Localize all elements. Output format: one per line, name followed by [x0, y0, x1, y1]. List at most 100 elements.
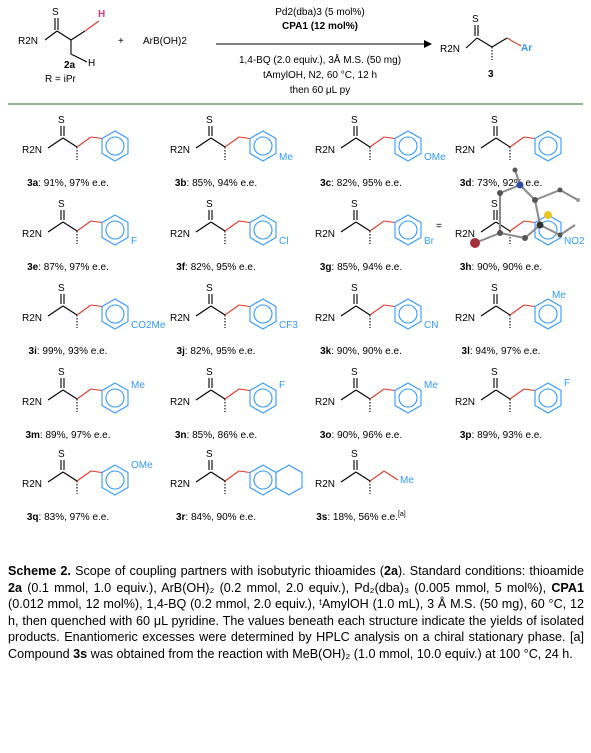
yield-value: : 89%, 93% e.e.	[472, 430, 543, 441]
caption-text-1: Scope of coupling partners with isobutyr…	[70, 564, 384, 578]
product-r2n-label: R2N	[22, 229, 42, 240]
product-r2n-label: R2N	[315, 145, 335, 156]
yield-label: 3h: 90%, 90% e.e.	[460, 262, 542, 273]
yield-label: 3c: 82%, 95% e.e.	[320, 178, 402, 189]
product-r2n-label: R2N	[315, 229, 335, 240]
yield-value: : 89%, 97% e.e.	[40, 430, 111, 441]
r-definition: R = iPr	[45, 74, 77, 85]
product-r2n-label: R2N	[22, 397, 42, 408]
condition-oxidant: 1,4-BQ (2.0 equiv.), 3Å M.S. (50 mg)	[239, 53, 401, 66]
compound-id: 3k	[320, 346, 332, 357]
compound-id: 3j	[177, 346, 186, 357]
yield-value: : 82%, 95% e.e.	[185, 262, 256, 273]
yield-value: : 90%, 90% e.e.	[472, 262, 543, 273]
compound-id: 3h	[460, 262, 472, 273]
product-3s: S R2N Me 3s: 18%, 56% e.e.[a]	[315, 449, 414, 523]
yield-value: : 90%, 96% e.e.	[332, 430, 403, 441]
yield-value: : 99%, 93% e.e.	[37, 346, 108, 357]
substituent-label: Me	[400, 475, 414, 486]
yield-label: 3b: 85%, 94% e.e.	[175, 178, 257, 189]
substituent-label: NO2	[564, 236, 585, 247]
compound-id: 3b	[175, 178, 187, 189]
compound-id: 3q	[27, 512, 39, 523]
substituent-label: Br	[424, 236, 435, 247]
yield-value: : 87%, 97% e.e.	[38, 262, 109, 273]
compound-id: 3d	[460, 178, 472, 189]
yield-label: 3i: 99%, 93% e.e.	[29, 346, 108, 357]
product-r2n-label: R2N	[170, 479, 190, 490]
compound-id: 3a	[27, 178, 39, 189]
equals-sign: =	[436, 221, 442, 232]
product-s-label: S	[58, 115, 65, 126]
yield-label: 3d: 73%, 92% e.e.	[460, 178, 542, 189]
yield-label: 3k: 90%, 90% e.e.	[320, 346, 402, 357]
yield-label: 3o: 90%, 96% e.e.	[320, 430, 402, 441]
product-r2n-label: R2N	[455, 313, 475, 324]
yield-label: 3f: 82%, 95% e.e.	[176, 262, 256, 273]
product-s-label: S	[206, 199, 213, 210]
product-r2n-label: R2N	[170, 397, 190, 408]
methyl-h-label: H	[88, 58, 95, 69]
yield-label: 3n: 85%, 86% e.e.	[175, 430, 257, 441]
substituent-label: Me	[279, 152, 293, 163]
compound-id: 3p	[460, 430, 472, 441]
product-s-label: S	[58, 283, 65, 294]
crystal-structure-image: =	[436, 167, 580, 248]
product-s-label: S	[58, 449, 65, 460]
yield-label: 3g: 85%, 94% e.e.	[320, 262, 402, 273]
product-s-label: S	[491, 115, 498, 126]
caption-title: Scheme 2.	[8, 564, 71, 578]
substituent-label: Me	[424, 380, 438, 391]
caption-bold-3s: 3s	[73, 646, 88, 661]
caption-bold-2a-b: 2a	[8, 580, 23, 595]
scheme-caption: Scheme 2. Scope of coupling partners wit…	[8, 563, 584, 663]
reactant-thioamide: S R2N H H 2a R = iPr	[18, 7, 105, 85]
thio-s-label: S	[52, 7, 59, 18]
product-r2n-label: R2N	[22, 313, 42, 324]
yield-label: 3s: 18%, 56% e.e.[a]	[316, 511, 406, 523]
yield-label: 3e: 87%, 97% e.e.	[27, 262, 109, 273]
substituent-label: OMe	[424, 152, 446, 163]
substituent-label: OMe	[131, 460, 153, 471]
compound-id: 3s	[316, 512, 328, 523]
reaction-arrow	[216, 40, 432, 48]
plus-sign: +	[118, 36, 124, 47]
product-r2n-label: R2N	[170, 145, 190, 156]
product-r2n-label: R2N	[315, 479, 335, 490]
product-3e: S R2N F 3e: 87%, 97% e.e.	[22, 199, 137, 273]
caption-bold-cpa: CPA1	[551, 580, 584, 595]
substituent-label: F	[131, 236, 137, 247]
product-s-label: S	[58, 199, 65, 210]
product-s-label: S	[351, 449, 358, 460]
yield-label: 3j: 82%, 95% e.e.	[177, 346, 256, 357]
product-s-label: S	[351, 199, 358, 210]
product-ar-label: Ar	[521, 43, 532, 54]
yield-value: : 85%, 86% e.e.	[187, 430, 258, 441]
product-general: S R2N Ar 3	[440, 14, 532, 80]
caption-text-5: was obtained from the reaction with MeB(…	[87, 646, 573, 661]
product-s-label: S	[351, 115, 358, 126]
compound-id: 3e	[27, 262, 39, 273]
reagent-r2n-label: R2N	[18, 36, 38, 47]
yield-label: 3p: 89%, 93% e.e.	[460, 430, 542, 441]
yield-label: 3r: 84%, 90% e.e.	[176, 512, 256, 523]
footnote-marker: [a]	[398, 511, 406, 518]
label-2a: 2a	[64, 60, 76, 71]
substituent-label: CF3	[279, 320, 298, 331]
compound-id: 3m	[25, 430, 40, 441]
yield-value: : 90%, 90% e.e.	[331, 346, 402, 357]
